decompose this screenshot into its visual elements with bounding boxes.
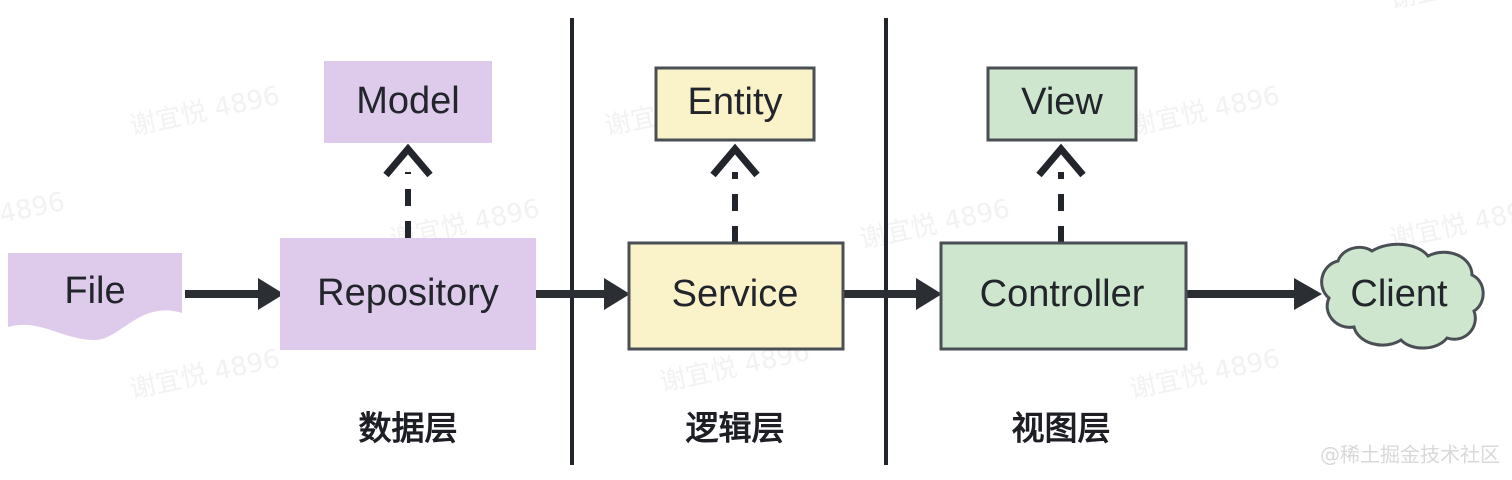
open-arrowhead-icon bbox=[1036, 143, 1086, 178]
node-label: Model bbox=[356, 80, 460, 122]
open-arrowhead-icon bbox=[710, 143, 760, 178]
node-label: Repository bbox=[317, 272, 499, 314]
node-label: File bbox=[64, 270, 125, 312]
node-label: Controller bbox=[980, 273, 1145, 315]
watermark-tile: 谢宜悦 4896 bbox=[127, 344, 282, 405]
node-shape bbox=[280, 238, 536, 350]
watermark-tile: 谢宜悦 4896 bbox=[0, 187, 68, 248]
layer-label-logic: 逻辑层 bbox=[686, 409, 785, 448]
watermark-tile: 谢宜悦 4896 bbox=[1127, 344, 1282, 405]
arrowhead-icon bbox=[258, 278, 284, 310]
watermark-tile: 谢宜悦 4896 bbox=[1387, 0, 1512, 15]
watermark-tile: 谢宜悦 4896 bbox=[127, 81, 282, 142]
edge-service-to-entity bbox=[710, 143, 760, 243]
edge-service-to-controller bbox=[843, 278, 942, 310]
node-controller[interactable]: Controller bbox=[939, 241, 1188, 351]
node-shape bbox=[939, 241, 1188, 351]
node-entity[interactable]: Entity bbox=[654, 66, 816, 142]
cloud-shape bbox=[1320, 242, 1485, 350]
edge-repository-to-model bbox=[383, 143, 433, 238]
node-model[interactable]: Model bbox=[324, 61, 492, 143]
node-shape bbox=[654, 66, 816, 142]
node-shape bbox=[627, 241, 845, 351]
edge-file-to-repository bbox=[185, 278, 284, 310]
node-file[interactable]: File bbox=[8, 253, 182, 340]
layer-label-view: 视图层 bbox=[1012, 409, 1111, 448]
edge-controller-to-client bbox=[1186, 278, 1322, 310]
node-label: Entity bbox=[687, 81, 782, 123]
node-label: Service bbox=[672, 273, 799, 315]
node-client[interactable]: Client bbox=[1320, 242, 1485, 350]
document-shape bbox=[8, 253, 182, 340]
layer-label-data: 数据层 bbox=[359, 409, 458, 448]
node-repository[interactable]: Repository bbox=[280, 238, 536, 350]
arrowhead-icon bbox=[916, 278, 942, 310]
node-view[interactable]: View bbox=[986, 66, 1138, 142]
arrowhead-icon bbox=[604, 278, 630, 310]
node-shape bbox=[324, 61, 492, 143]
edge-controller-to-view bbox=[1036, 143, 1086, 243]
node-shape bbox=[986, 66, 1138, 142]
node-label: Client bbox=[1350, 273, 1448, 315]
watermark-tile: 谢宜悦 4896 bbox=[1127, 81, 1282, 142]
open-arrowhead-icon bbox=[383, 143, 433, 178]
brand-watermark: @稀土掘金技术社区 bbox=[1320, 443, 1500, 467]
edge-repository-to-service bbox=[536, 278, 630, 310]
node-label: View bbox=[1021, 81, 1103, 123]
arrowhead-icon bbox=[1294, 278, 1322, 310]
node-service[interactable]: Service bbox=[627, 241, 845, 351]
